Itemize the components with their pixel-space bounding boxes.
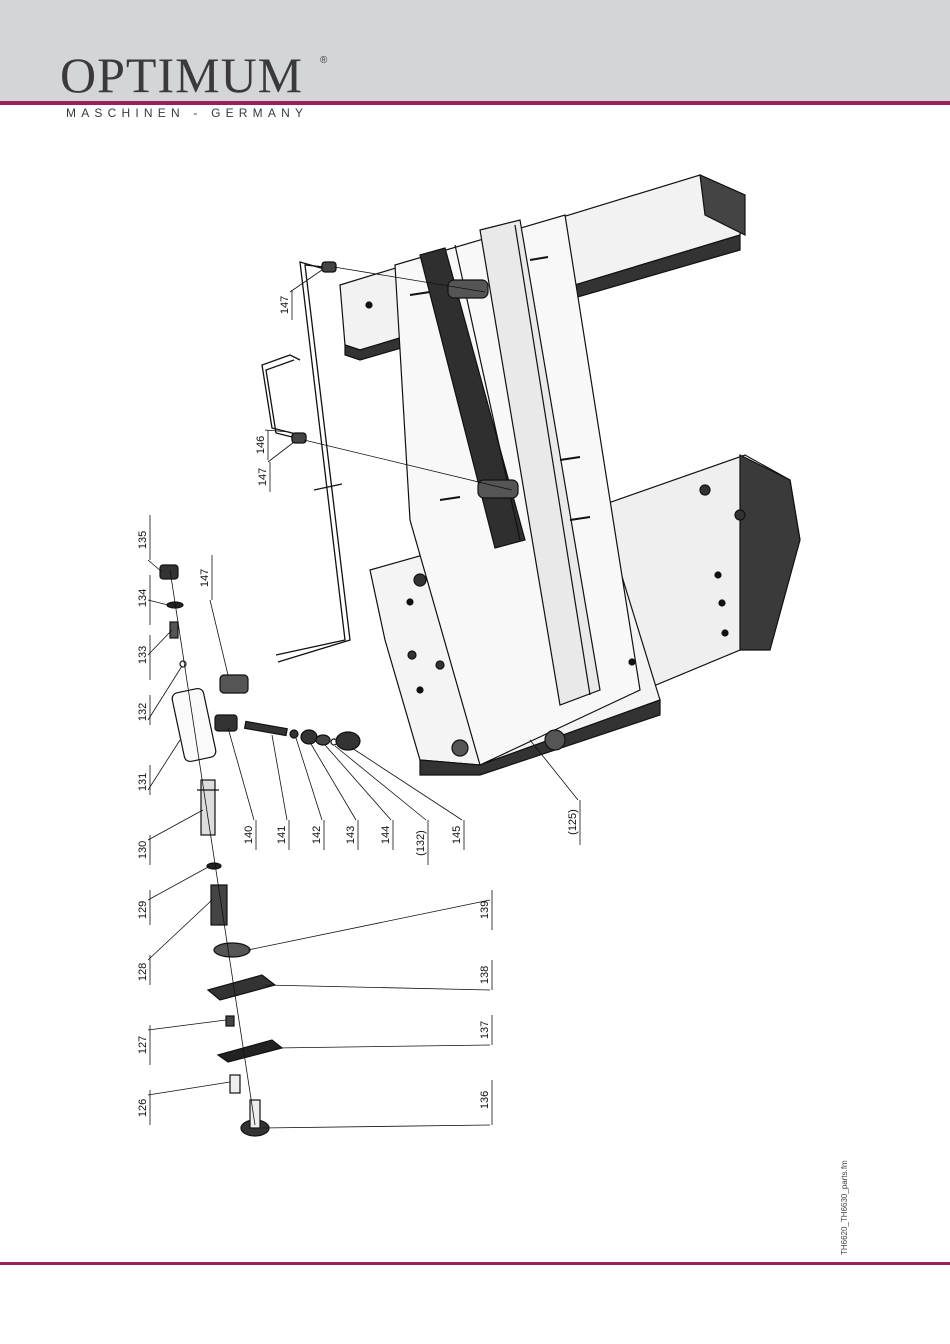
label-147-a: 147: [279, 296, 291, 314]
label-125-ref: (125): [567, 809, 579, 835]
label-139: 139: [479, 901, 491, 919]
footer-rule: [0, 1262, 950, 1265]
label-142: 142: [311, 826, 323, 844]
label-132: 132: [137, 703, 149, 721]
label-135: 135: [137, 531, 149, 549]
label-143: 143: [345, 826, 357, 844]
label-130: 130: [137, 841, 149, 859]
label-134: 134: [137, 589, 149, 607]
label-141: 141: [276, 826, 288, 844]
document-filename: TH6620_TH6630_parts.fm: [840, 1095, 849, 1255]
label-147-b: 147: [257, 468, 269, 486]
label-131: 131: [137, 773, 149, 791]
label-132-ref: (132): [415, 830, 427, 856]
exploded-small-parts: [160, 565, 360, 1136]
label-137: 137: [479, 1021, 491, 1039]
label-140: 140: [243, 826, 255, 844]
carriage-assembly: [340, 175, 800, 775]
label-126: 126: [137, 1099, 149, 1117]
label-147-c: 147: [199, 569, 211, 587]
label-127: 127: [137, 1036, 149, 1054]
label-146: 146: [255, 436, 267, 454]
label-133: 133: [137, 646, 149, 664]
label-136: 136: [479, 1091, 491, 1109]
label-138: 138: [479, 966, 491, 984]
label-145: 145: [451, 826, 463, 844]
label-129: 129: [137, 901, 149, 919]
label-128: 128: [137, 963, 149, 981]
label-144: 144: [380, 826, 392, 844]
